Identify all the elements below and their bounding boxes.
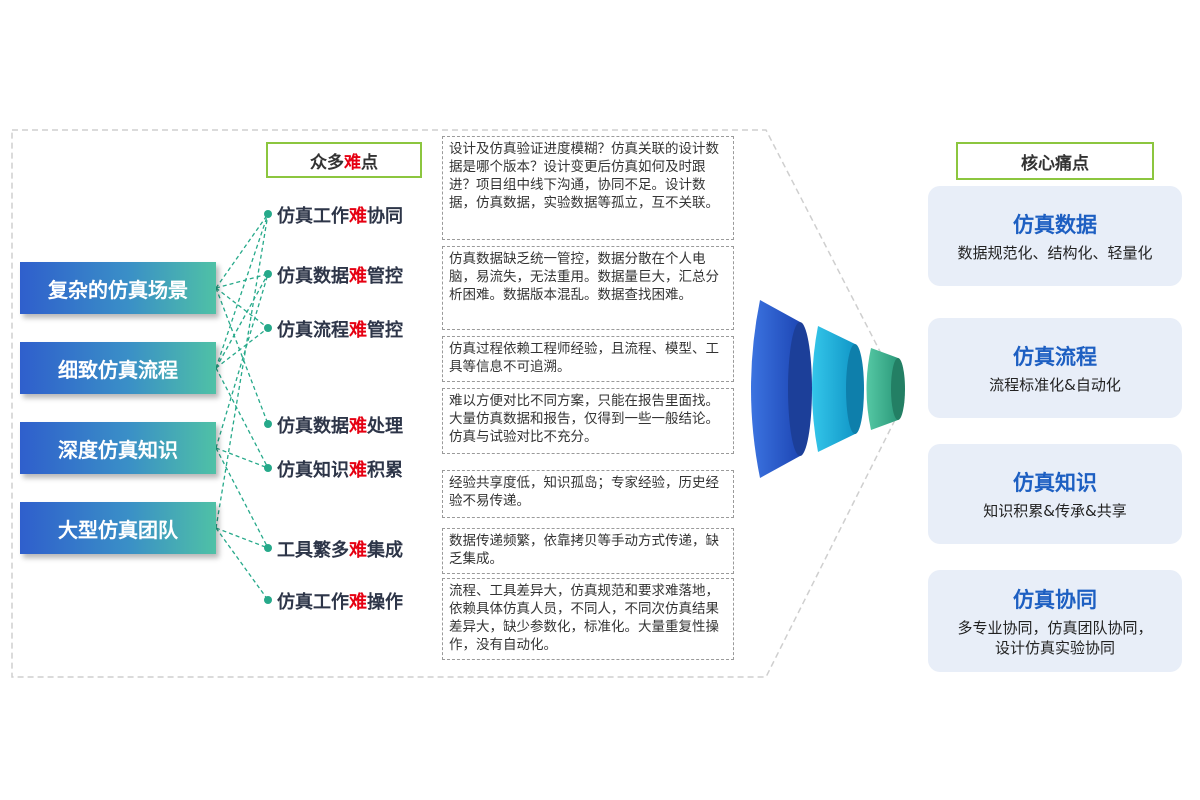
core-card-desc: 知识积累&传承&共享	[983, 502, 1127, 520]
bullet-dot	[264, 596, 272, 604]
description-operation: 流程、工具差异大，仿真规范和要求难落地，依赖具体仿真人员，不同人，不同次仿真结果…	[442, 578, 734, 660]
scene-detailed-process: 细致仿真流程	[20, 342, 216, 394]
core-card-desc-line: 设计仿真实验协同	[994, 639, 1115, 657]
bullet-dot	[264, 544, 272, 552]
difficulty-tool-integration: 工具繁多难集成	[277, 540, 403, 561]
description-process-control: 仿真过程依赖工程师经验，且流程、模型、工具等信息不可追溯。	[442, 336, 734, 382]
difficulty-operation: 仿真工作难操作	[277, 592, 403, 613]
bullet-dot	[264, 420, 272, 428]
difficulty-knowledge-accumulation: 仿真知识难积累	[277, 460, 403, 481]
header-highlight: 难	[344, 152, 361, 173]
core-card-desc: 流程标准化&自动化	[989, 376, 1121, 394]
core-card-desc: 多专业协同，仿真团队协同， 设计仿真实验协同	[957, 618, 1152, 658]
description-data-control: 仿真数据缺乏统一管控，数据分散在个人电脑，易流失，无法重用。数据量巨大，汇总分析…	[442, 246, 734, 330]
difficulty-collaboration: 仿真工作难协同	[277, 206, 403, 227]
scene-deep-knowledge: 深度仿真知识	[20, 422, 216, 474]
difficulty-data-control: 仿真数据难管控	[277, 266, 403, 287]
core-card-title: 仿真协同	[1013, 588, 1097, 612]
description-tool-integration: 数据传递频繁，依靠拷贝等手动方式传递，缺乏集成。	[442, 528, 734, 574]
description-knowledge: 经验共享度低，知识孤岛；专家经验，历史经验不易传递。	[442, 470, 734, 518]
core-card-process: 仿真流程 流程标准化&自动化	[928, 318, 1182, 418]
difficulty-data-processing: 仿真数据难处理	[277, 416, 403, 437]
core-card-knowledge: 仿真知识 知识积累&传承&共享	[928, 444, 1182, 544]
bullet-dot	[264, 270, 272, 278]
header-text-suffix: 点	[361, 152, 378, 173]
funnel-segment-small	[866, 348, 898, 430]
scene-large-team: 大型仿真团队	[20, 502, 216, 554]
core-card-title: 仿真流程	[1013, 345, 1097, 369]
difficulty-process-control: 仿真流程难管控	[277, 320, 403, 341]
core-card-desc: 数据规范化、结构化、轻量化	[957, 244, 1153, 262]
description-data-processing: 难以方便对比不同方案，只能在报告里面找。大量仿真数据和报告，仅得到一些一般结论。…	[442, 388, 734, 454]
bullet-dot	[264, 324, 272, 332]
dashed-frame	[11, 129, 906, 678]
core-card-title: 仿真知识	[1013, 471, 1097, 495]
core-card-title: 仿真数据	[1013, 213, 1097, 237]
bullet-dot	[264, 464, 272, 472]
core-card-collaboration: 仿真协同 多专业协同，仿真团队协同， 设计仿真实验协同	[928, 570, 1182, 672]
core-card-desc-line: 多专业协同，仿真团队协同，	[957, 619, 1153, 637]
core-pain-points-header: 核心痛点	[956, 142, 1154, 180]
core-card-data: 仿真数据 数据规范化、结构化、轻量化	[928, 186, 1182, 286]
scene-complex-simulation: 复杂的仿真场景	[20, 262, 216, 314]
difficulties-header: 众多难点	[266, 142, 422, 178]
funnel-graphic	[751, 300, 905, 478]
funnel-segment-large	[751, 300, 800, 478]
connector-lines	[215, 213, 269, 601]
header-text: 众多	[310, 152, 344, 173]
bullet-dot	[264, 210, 272, 218]
description-collaboration: 设计及仿真验证进度模糊？仿真关联的设计数据是哪个版本？设计变更后仿真如何及时跟进…	[442, 136, 734, 240]
funnel-segment-medium	[812, 326, 855, 452]
